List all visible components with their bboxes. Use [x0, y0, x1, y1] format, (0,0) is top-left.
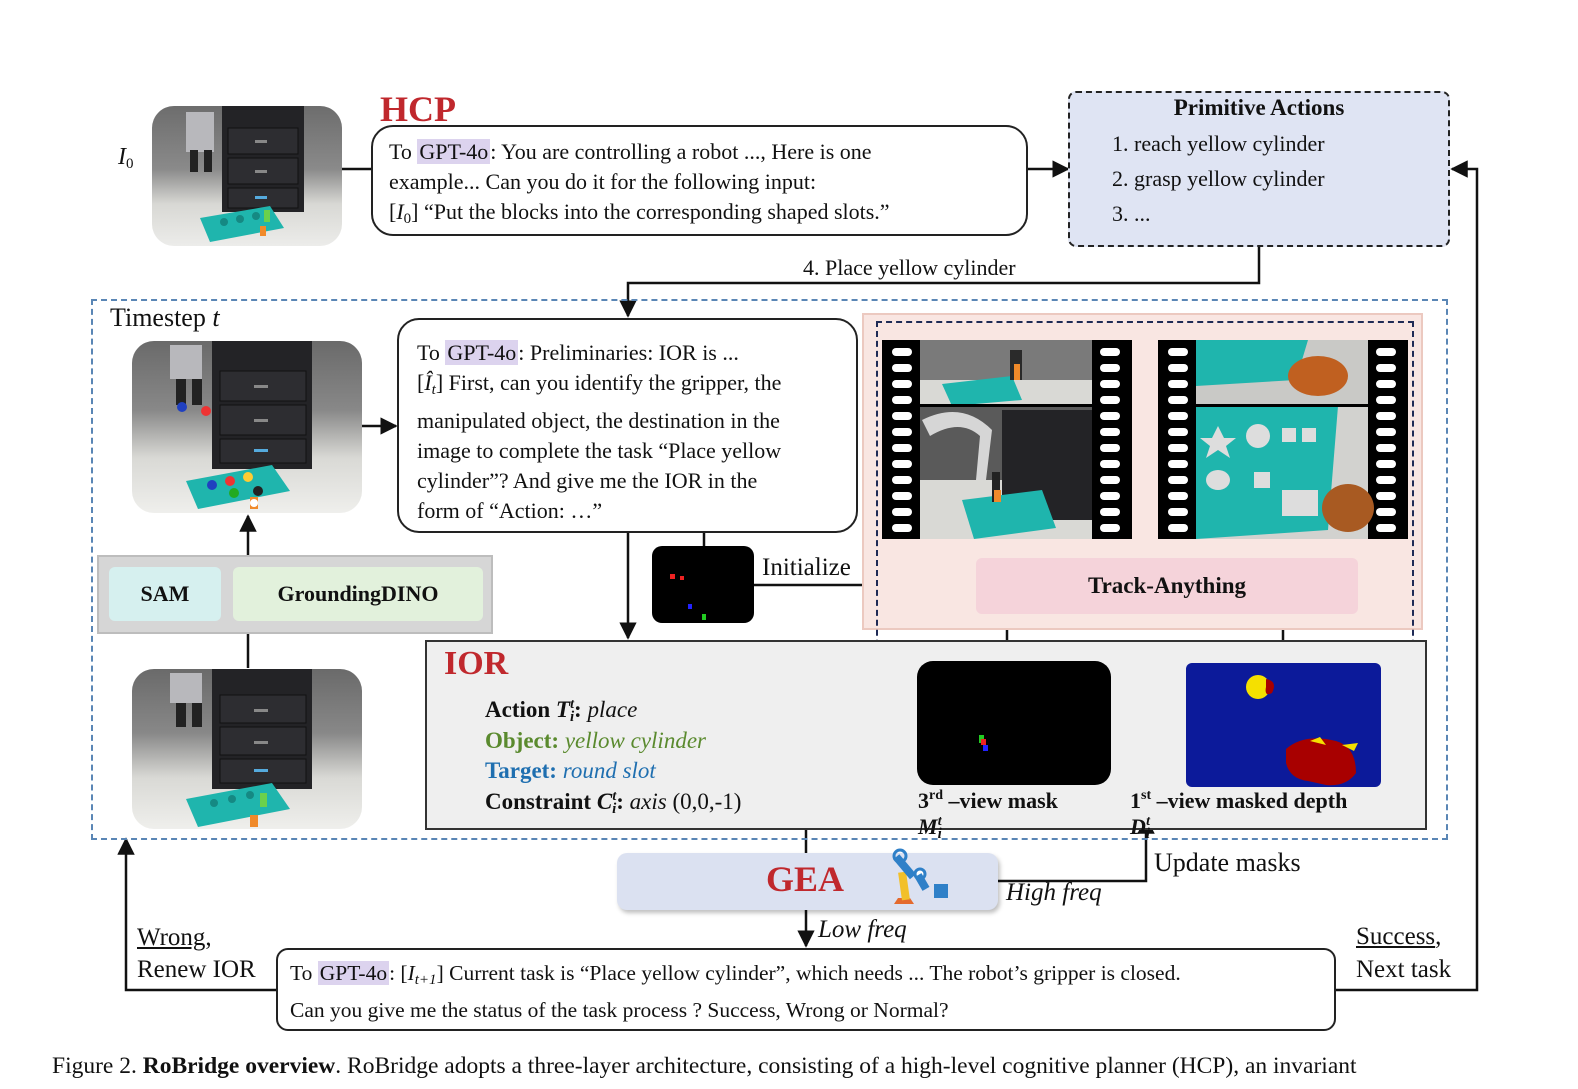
- hcp-prompt-line2: example... Can you do it for the followi…: [389, 169, 817, 194]
- wrong-label: Wrong,: [137, 924, 212, 951]
- high-freq-label: High freq: [1006, 879, 1102, 906]
- initial-mask-illustration: [670, 574, 706, 620]
- track-anything-label: Track-Anything: [1087, 573, 1247, 598]
- third-view-film-strip: [882, 340, 1132, 539]
- groundingdino-box: GroundingDINO: [233, 567, 483, 621]
- ior-prompt-line1: To GPT-4o: Preliminaries: IOR is ...: [417, 340, 739, 365]
- initial-mask-thumbnail: [652, 546, 754, 623]
- track-anything-box: Track-Anything: [976, 558, 1358, 614]
- first-view-depth-image: [1186, 663, 1381, 787]
- sam-box: SAM: [109, 567, 221, 621]
- ior-prompt-line4: image to complete the task “Place yellow: [417, 437, 782, 463]
- raw-scene-illustration: [170, 669, 312, 827]
- next-primitive-label: 4. Place yellow cylinder: [803, 255, 1016, 280]
- third-view-mask-caption: 3rd –view mask Mit: [918, 788, 1058, 842]
- groundingdino-label: GroundingDINO: [277, 581, 439, 606]
- scene-illustration: [186, 106, 304, 242]
- status-prompt-line1: To GPT-4o: [It+1] Current task is “Place…: [290, 961, 1181, 988]
- perception-panel: SAM GroundingDINO: [97, 555, 493, 634]
- image-label-i0: I0: [118, 144, 134, 172]
- next-task-label: Next task: [1356, 956, 1452, 983]
- primitive-action-1: 1. reach yellow cylinder: [1112, 131, 1325, 156]
- edge-success-loop: [1336, 160, 1479, 992]
- sam-label: SAM: [140, 581, 190, 606]
- primitive-actions-box: Primitive Actions 1. reach yellow cylind…: [1068, 91, 1450, 247]
- hcp-title: HCP: [380, 89, 456, 129]
- raw-scene-photo: [132, 669, 362, 829]
- hcp-prompt-line3: [I0] “Put the blocks into the correspond…: [389, 199, 890, 227]
- third-view-frames: [892, 340, 1120, 539]
- ior-prompt-line5: cylinder”? And give me the IOR in the: [417, 468, 758, 494]
- first-view-film-strip: [1158, 340, 1408, 539]
- hcp-prompt-box: To GPT-4o: You are controlling a robot .…: [371, 125, 1028, 236]
- ior-prompt-box: To GPT-4o: Preliminaries: IOR is ... [Ît…: [397, 318, 858, 533]
- hcp-prompt-line1: To GPT-4o: You are controlling a robot .…: [389, 139, 872, 164]
- ior-prompt-line2: [Ît] First, can you identify the gripper…: [417, 370, 782, 399]
- renew-ior-label: Renew IOR: [137, 956, 256, 983]
- figure-caption: Figure 2. RoBridge overview. RoBridge ad…: [52, 1053, 1357, 1079]
- ior-object: Object: yellow cylinder: [485, 728, 706, 753]
- success-label: Success,: [1356, 923, 1442, 950]
- initial-scene-photo: [152, 106, 342, 246]
- primitive-action-3: 3. ...: [1112, 201, 1151, 226]
- annotated-scene-photo: [132, 341, 362, 513]
- primitive-actions-title: Primitive Actions: [1173, 95, 1345, 120]
- annotated-scene-illustration: [170, 341, 312, 509]
- first-view-depth-caption: 1st –view masked depth Dit: [1130, 788, 1348, 842]
- ior-prompt-line6: form of “Action: …”: [417, 498, 603, 524]
- edge-wrong-loop: [117, 837, 276, 992]
- first-view-depth-illustration: [1246, 675, 1358, 786]
- status-prompt-line2: Can you give me the status of the task p…: [290, 998, 949, 1022]
- ior-prompt-line3: manipulated object, the destination in t…: [417, 407, 780, 433]
- ior-title: IOR: [444, 645, 509, 682]
- timestep-label: Timestep t: [110, 303, 220, 332]
- robot-arm-icon: [892, 848, 948, 904]
- ior-action: Action Tit: place: [485, 697, 638, 725]
- third-view-mask-illustration: [979, 735, 988, 751]
- status-prompt-box: To GPT-4o: [It+1] Current task is “Place…: [276, 948, 1336, 1031]
- timestep-region: [91, 299, 1448, 840]
- ior-constraint: Constraint Cit: axis (0,0,-1): [485, 789, 742, 817]
- gea-title: GEA: [766, 859, 845, 899]
- ior-target: Target: round slot: [485, 758, 656, 783]
- third-view-mask-image: [917, 661, 1111, 785]
- update-masks-label: Update masks: [1154, 848, 1301, 877]
- gea-box: [617, 853, 998, 910]
- first-view-frames: [1168, 340, 1396, 539]
- initialize-label: Initialize: [762, 554, 851, 581]
- low-freq-label: Low freq: [818, 916, 907, 943]
- primitive-action-2: 2. grasp yellow cylinder: [1112, 166, 1325, 191]
